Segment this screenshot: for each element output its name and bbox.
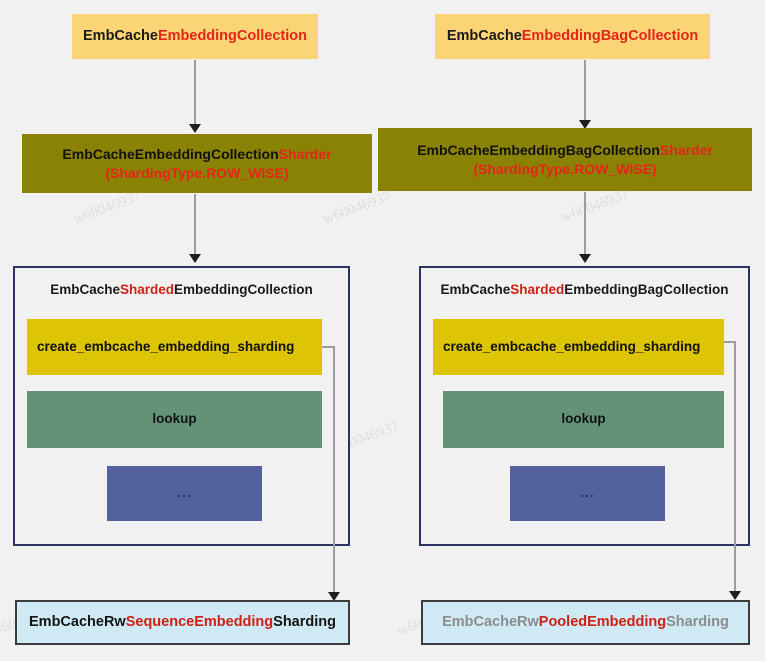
method-label: lookup bbox=[561, 411, 606, 427]
source-label-prefix: EmbCache bbox=[446, 27, 522, 44]
method-label: ... bbox=[177, 485, 192, 501]
method-box-create-embcache-embedding-sharding[interactable]: create_embcache_embedding_sharding bbox=[27, 319, 322, 375]
connector-line bbox=[194, 194, 196, 256]
container-title: EmbCacheShardedEmbeddingBagCollection bbox=[421, 282, 748, 297]
source-box-embedding-collection[interactable]: EmbCacheEmbeddingCollection bbox=[72, 14, 318, 59]
container-title-prefix: EmbCache bbox=[440, 282, 511, 297]
arrowhead-icon bbox=[189, 254, 201, 263]
sharder-line-1-highlight: Sharder bbox=[659, 142, 713, 159]
sharder-box-embedding-bag-collection[interactable]: EmbCacheEmbeddingBagCollectionSharder (S… bbox=[378, 128, 752, 191]
method-box-lookup[interactable]: lookup bbox=[443, 391, 724, 448]
result-label-highlight: PooledEmbedding bbox=[538, 613, 667, 630]
sharder-line-1-highlight: Sharder bbox=[278, 146, 332, 163]
connector-line bbox=[584, 192, 586, 256]
source-label: EmbCacheEmbeddingCollection bbox=[83, 28, 307, 46]
watermark: w60046937 bbox=[321, 188, 394, 228]
watermark: w60046937 bbox=[559, 186, 632, 226]
connector-line bbox=[194, 60, 196, 126]
container-title-highlight: Sharded bbox=[120, 282, 175, 297]
container-title-suffix: EmbeddingBagCollection bbox=[564, 282, 729, 297]
source-label-prefix: EmbCache bbox=[83, 27, 158, 44]
result-label-prefix: EmbCacheRw bbox=[442, 613, 539, 630]
result-label-prefix: EmbCacheRw bbox=[29, 613, 126, 630]
arrowhead-icon bbox=[579, 120, 591, 129]
connector-line bbox=[333, 346, 335, 596]
sharder-line-1: EmbCacheEmbeddingCollectionSharder bbox=[62, 145, 331, 163]
result-label: EmbCacheRwSequenceEmbeddingSharding bbox=[29, 614, 336, 632]
container-title-highlight: Sharded bbox=[510, 282, 565, 297]
sharder-line-1-prefix: EmbCacheEmbeddingCollection bbox=[62, 146, 279, 163]
method-label: lookup bbox=[152, 411, 197, 427]
sharder-line-2: (ShardingType.ROW_WISE) bbox=[473, 160, 657, 177]
source-label: EmbCacheEmbeddingBagCollection bbox=[447, 28, 698, 46]
result-box-rw-pooled-embedding-sharding[interactable]: EmbCacheRwPooledEmbeddingSharding bbox=[421, 600, 750, 645]
source-label-highlight: EmbeddingBagCollection bbox=[521, 27, 699, 44]
result-label-suffix: Sharding bbox=[666, 613, 729, 630]
sharder-line-1-prefix: EmbCacheEmbeddingBagCollection bbox=[417, 142, 660, 159]
connector-line bbox=[724, 341, 736, 343]
sharder-line-2: (ShardingType.ROW_WISE) bbox=[105, 164, 289, 181]
container-title: EmbCacheShardedEmbeddingCollection bbox=[15, 282, 348, 297]
source-box-embedding-bag-collection[interactable]: EmbCacheEmbeddingBagCollection bbox=[435, 14, 710, 59]
result-label: EmbCacheRwPooledEmbeddingSharding bbox=[442, 614, 729, 632]
arrowhead-icon bbox=[579, 254, 591, 263]
sharder-line-1: EmbCacheEmbeddingBagCollectionSharder bbox=[417, 141, 713, 159]
container-title-suffix: EmbeddingCollection bbox=[174, 282, 313, 297]
method-label: create_embcache_embedding_sharding bbox=[443, 338, 701, 354]
watermark: w60046937 bbox=[71, 188, 144, 228]
method-box-lookup[interactable]: lookup bbox=[27, 391, 322, 448]
result-label-suffix: Sharding bbox=[273, 613, 336, 630]
arrowhead-icon bbox=[328, 592, 340, 601]
connector-line bbox=[584, 60, 586, 122]
method-box-ellipsis[interactable]: ... bbox=[107, 466, 262, 521]
result-box-rw-sequence-embedding-sharding[interactable]: EmbCacheRwSequenceEmbeddingSharding bbox=[15, 600, 350, 645]
connector-line bbox=[734, 341, 736, 595]
method-label: create_embcache_embedding_sharding bbox=[37, 338, 295, 354]
container-title-prefix: EmbCache bbox=[50, 282, 120, 297]
method-box-ellipsis[interactable]: ... bbox=[510, 466, 665, 521]
arrowhead-icon bbox=[729, 591, 741, 600]
arrowhead-icon bbox=[189, 124, 201, 133]
method-box-create-embcache-embedding-sharding[interactable]: create_embcache_embedding_sharding bbox=[433, 319, 724, 375]
method-label: ... bbox=[580, 485, 595, 501]
result-label-highlight: SequenceEmbedding bbox=[125, 613, 274, 630]
source-label-highlight: EmbeddingCollection bbox=[157, 27, 307, 44]
sharder-box-embedding-collection[interactable]: EmbCacheEmbeddingCollectionSharder (Shar… bbox=[22, 134, 372, 193]
connector-line bbox=[322, 346, 335, 348]
